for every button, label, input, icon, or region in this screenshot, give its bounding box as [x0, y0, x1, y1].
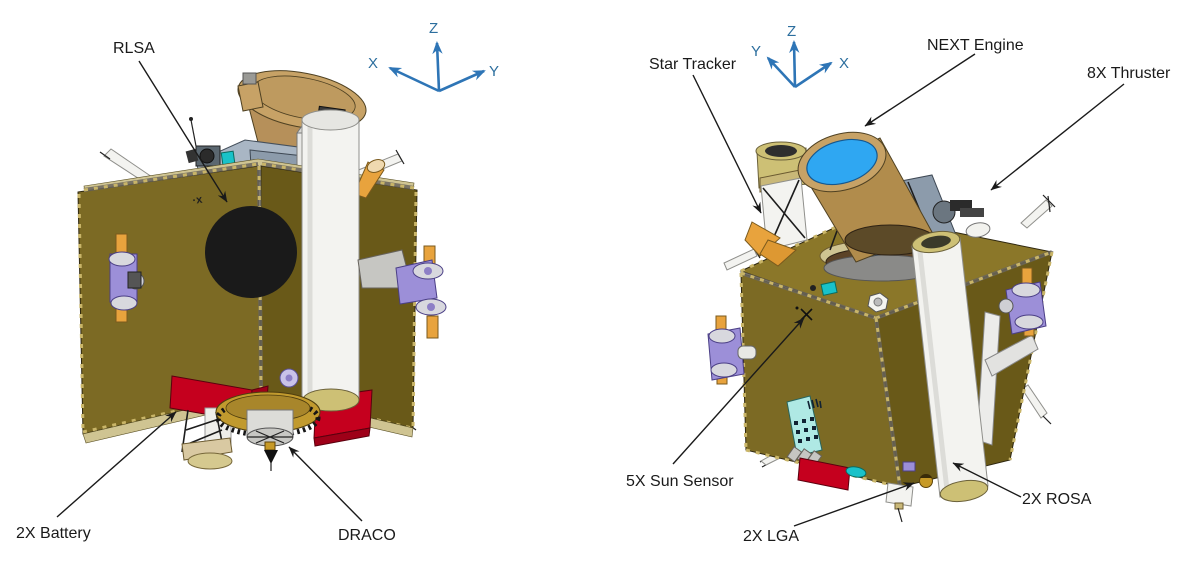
rlsa-antenna-disc — [205, 206, 297, 298]
side-bracket-right — [395, 245, 447, 339]
side-bracket-left — [707, 315, 757, 385]
spacecraft-left-view: ·x — [77, 70, 447, 471]
star-tracker-fin — [759, 239, 797, 267]
lga-horn-icon — [353, 159, 386, 199]
callout-label-battery: 2X Battery — [16, 525, 91, 542]
callout-label-draco: DRACO — [338, 527, 396, 544]
axis-triad-right-view: Z Y X — [751, 23, 849, 89]
callout-label-rlsa: RLSA — [113, 40, 155, 57]
rosa-mount-bracket — [976, 311, 1039, 446]
rosa-cylinder-stowed — [911, 230, 989, 503]
callout-line-battery — [56, 411, 177, 518]
callout-line-rosa — [952, 462, 1022, 498]
callout-line-rlsa — [138, 60, 228, 203]
star-tracker-fin — [744, 221, 781, 257]
callout-line-star-tracker — [692, 74, 762, 214]
next-engine — [797, 131, 984, 282]
axis-label-z: Z — [787, 23, 796, 40]
gimbal-motor-icon — [932, 200, 984, 224]
axis-label-y: Y — [489, 63, 499, 80]
callout-line-thruster — [990, 83, 1125, 191]
callout-label-rosa: 2X ROSA — [1022, 491, 1092, 508]
callout-line-lga — [793, 482, 915, 527]
rosa-cylinder-stowed — [301, 109, 360, 412]
lga-antenna — [885, 461, 933, 523]
callout-line-sun-sensor — [672, 317, 805, 465]
callout-line-next-engine — [864, 53, 976, 127]
radiator-panel — [786, 395, 823, 467]
draco-telescope — [246, 409, 294, 471]
callout-labels: RLSA 2X Battery DRACO Star Tracker NEXT … — [16, 37, 1171, 545]
callout-label-lga: 2X LGA — [743, 528, 799, 545]
axis-triad-left-view: Z X Y — [368, 20, 499, 93]
face-axis-marker: ·x — [192, 194, 204, 207]
callout-label-next-engine: NEXT Engine — [927, 37, 1024, 54]
callout-label-thruster: 8X Thruster — [1087, 65, 1171, 82]
axis-label-x: X — [368, 55, 378, 72]
callout-label-star-tracker: Star Tracker — [649, 56, 737, 73]
axis-label-x: X — [839, 55, 849, 72]
callout-line-draco — [288, 446, 363, 522]
battery-box — [797, 457, 851, 491]
callout-label-sun-sensor: 5X Sun Sensor — [626, 473, 734, 490]
axis-label-z: Z — [429, 20, 438, 37]
spacecraft-right-view — [707, 131, 1056, 523]
star-tracker — [744, 141, 809, 267]
side-bracket-right — [998, 267, 1047, 337]
engine-blue-disc — [806, 138, 878, 186]
side-bracket-left — [108, 233, 145, 323]
callout-arrows — [56, 53, 1125, 527]
axis-label-y: Y — [751, 43, 761, 60]
ring-widget — [279, 368, 299, 388]
hex-nut — [867, 292, 889, 313]
